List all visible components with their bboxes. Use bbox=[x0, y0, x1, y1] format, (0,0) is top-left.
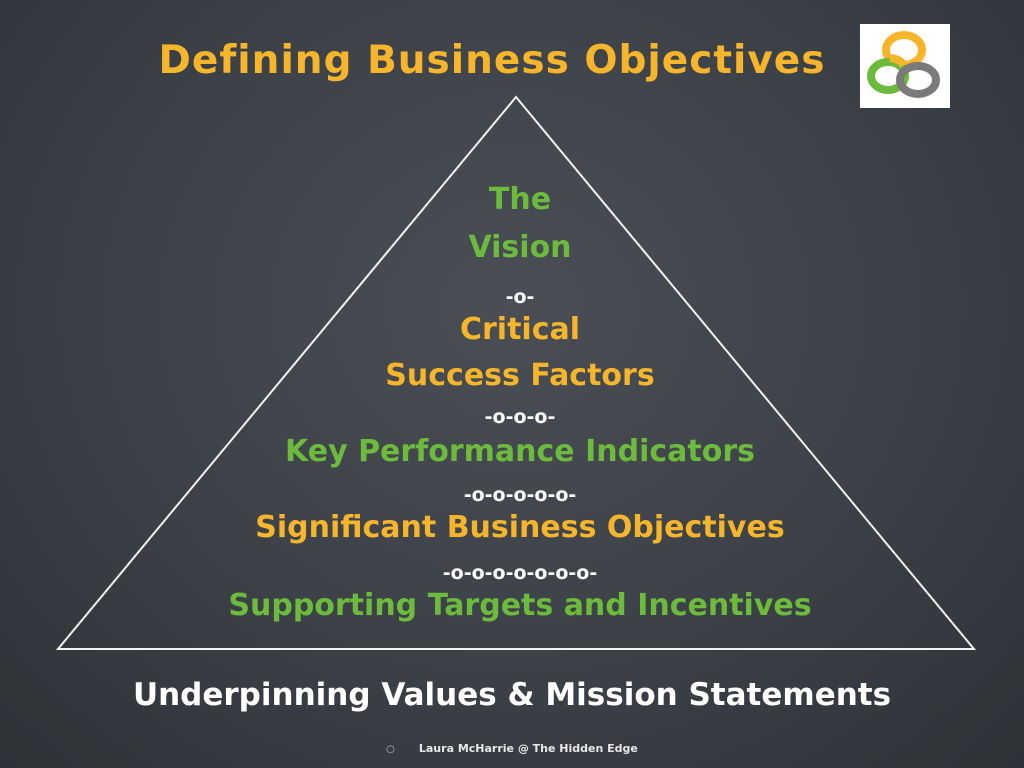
base-label: Underpinning Values & Mission Statements bbox=[132, 677, 892, 713]
pyramid-separator-4: -o-o-o-o-o-o-o- bbox=[442, 562, 598, 584]
pyramid-level-2-line-2: Success Factors bbox=[385, 358, 655, 393]
pyramid-level-3: Key Performance Indicators bbox=[285, 434, 755, 469]
footer: ○ Laura McHarrie @ The Hidden Edge bbox=[0, 742, 1024, 755]
pyramid-separator-3: -o-o-o-o-o- bbox=[463, 484, 577, 506]
footer-bullet-icon: ○ bbox=[386, 744, 395, 755]
pyramid-level-1-line-2: Vision bbox=[468, 230, 572, 265]
footer-text: Laura McHarrie @ The Hidden Edge bbox=[418, 742, 638, 755]
linked-rings-logo-icon bbox=[867, 31, 940, 98]
pyramid-level-4: Significant Business Objectives bbox=[255, 510, 785, 545]
pyramid-separator-2: -o-o-o- bbox=[484, 406, 556, 428]
pyramid-level-1-line-1: The bbox=[488, 182, 552, 217]
pyramid-level-2-line-1: Critical bbox=[459, 312, 581, 347]
logo bbox=[860, 24, 950, 108]
slide-title: Defining Business Objectives bbox=[158, 38, 826, 83]
pyramid-separator-1: -o- bbox=[505, 286, 535, 308]
pyramid-level-5: Supporting Targets and Incentives bbox=[228, 588, 812, 623]
